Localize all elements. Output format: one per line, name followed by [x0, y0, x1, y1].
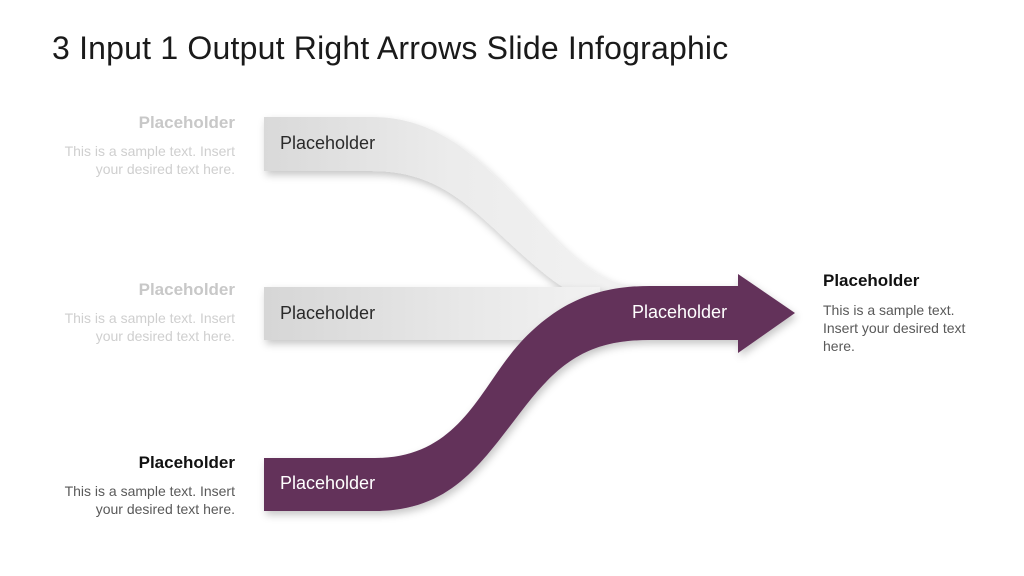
- input-3-heading: Placeholder: [138, 453, 235, 472]
- input-2-text: This is a sample text. Insert your desir…: [64, 310, 235, 344]
- input-arrow-2: [264, 287, 600, 340]
- output-arrow-label: Placeholder: [632, 302, 728, 322]
- input-1-arrow-label: Placeholder: [280, 133, 376, 153]
- input-3-text: This is a sample text. Insert your desir…: [64, 483, 235, 517]
- input-arrow-1: [264, 117, 640, 312]
- slide-title: 3 Input 1 Output Right Arrows Slide Info…: [52, 30, 729, 66]
- output-text: This is a sample text. Insert your desir…: [823, 302, 966, 354]
- input-2-arrow-label: Placeholder: [280, 303, 376, 323]
- input-2-heading: Placeholder: [138, 280, 235, 299]
- input-1-text: This is a sample text. Insert your desir…: [64, 143, 235, 177]
- input-1-heading: Placeholder: [138, 113, 235, 132]
- output-heading: Placeholder: [823, 271, 920, 290]
- output-arrow: [264, 274, 795, 511]
- input-3-arrow-label: Placeholder: [280, 473, 376, 493]
